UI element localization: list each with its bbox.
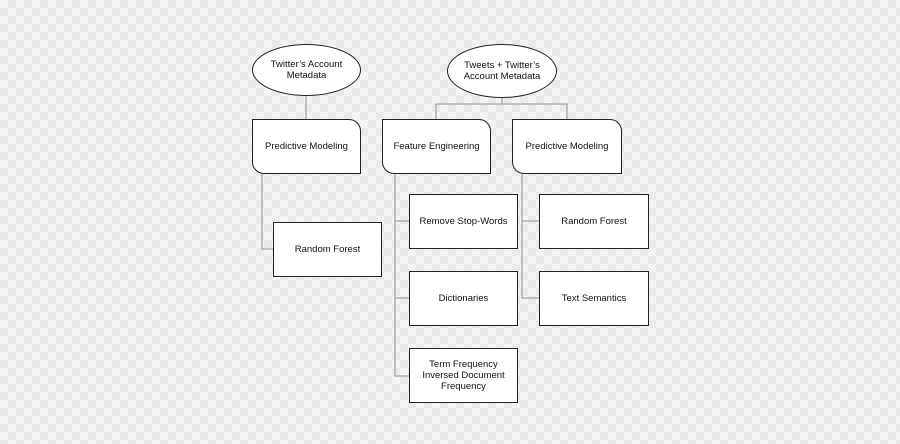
node-tf-idf: Term Frequency Inversed Document Frequen… [409, 348, 518, 403]
node-right-random-forest-label: Random Forest [561, 216, 627, 227]
node-right-root: Tweets + Twitter’s Account Metadata [447, 44, 557, 98]
node-left-random-forest-label: Random Forest [294, 244, 361, 255]
node-left-random-forest: Random Forest [273, 222, 382, 277]
node-right-predictive-modeling-label: Predictive Modeling [525, 141, 609, 152]
node-text-semantics: Text Semantics [539, 271, 649, 326]
node-text-semantics-label: Text Semantics [561, 293, 627, 304]
node-right-predictive-modeling: Predictive Modeling [512, 119, 622, 174]
node-left-root-label: Twitter’s Account Metadata [270, 59, 343, 81]
node-feature-engineering: Feature Engineering [382, 119, 491, 174]
node-right-random-forest: Random Forest [539, 194, 649, 249]
node-remove-stop-words-label: Remove Stop-Words [419, 216, 508, 227]
node-left-predictive-modeling-label: Predictive Modeling [265, 141, 348, 152]
node-feature-engineering-label: Feature Engineering [393, 141, 480, 152]
node-left-predictive-modeling: Predictive Modeling [252, 119, 361, 174]
node-dictionaries: Dictionaries [409, 271, 518, 326]
node-tf-idf-label: Term Frequency Inversed Document Frequen… [422, 359, 505, 392]
node-dictionaries-label: Dictionaries [438, 293, 489, 304]
node-remove-stop-words: Remove Stop-Words [409, 194, 518, 249]
node-right-root-label: Tweets + Twitter’s Account Metadata [463, 60, 541, 82]
node-left-root: Twitter’s Account Metadata [252, 44, 361, 96]
